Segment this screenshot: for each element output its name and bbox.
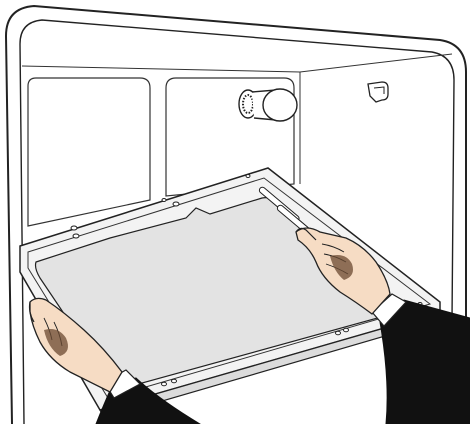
rear-panel-left xyxy=(28,78,150,226)
oven-lamp-icon xyxy=(239,89,297,121)
right-sleeve xyxy=(380,300,470,424)
